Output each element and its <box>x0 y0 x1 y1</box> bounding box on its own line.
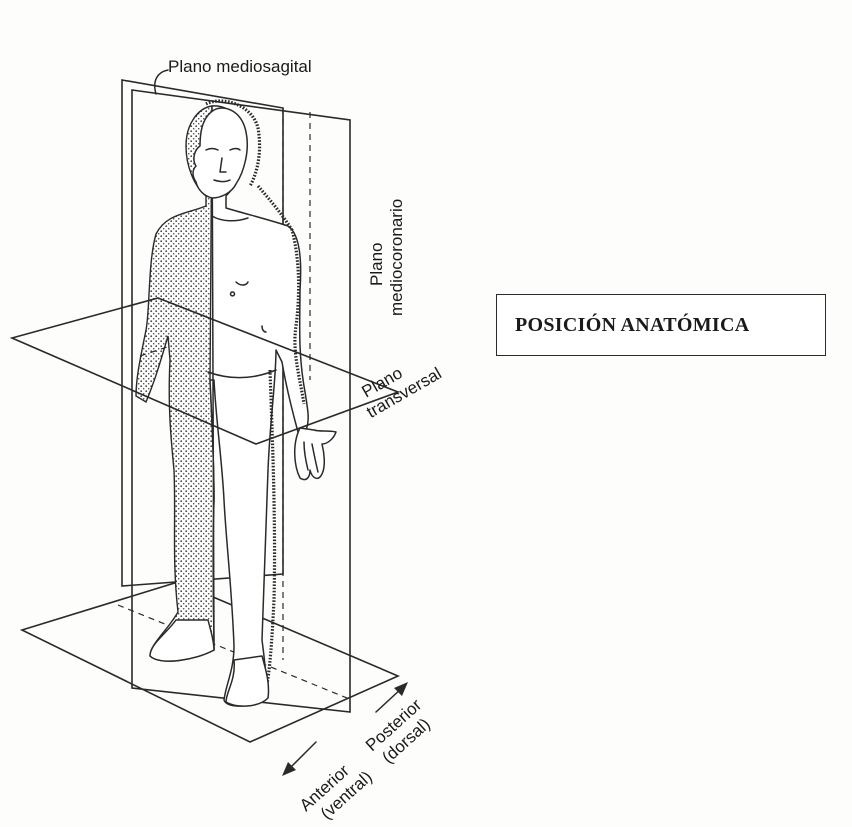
human-figure <box>136 101 336 706</box>
anterior-arrow <box>282 742 316 776</box>
figure-torso <box>210 106 308 706</box>
title-box: POSICIÓN ANATÓMICA <box>496 294 826 356</box>
label-transverse: Plano transversal <box>353 346 445 421</box>
label-mediocoronal: Plano mediocoronario <box>367 199 406 316</box>
svg-text:Plano: Plano <box>367 243 386 286</box>
label-posterior: Posterior (dorsal) <box>362 695 439 770</box>
page-title: POSICIÓN ANATÓMICA <box>515 314 750 337</box>
figure-foot-left <box>150 620 214 661</box>
label-mediosagittal: Plano mediosagital <box>168 57 312 76</box>
label-anterior: Anterior (ventral) <box>296 752 376 827</box>
figure-hand <box>295 428 336 480</box>
mediosagittal-leader <box>155 70 168 94</box>
svg-text:mediocoronario: mediocoronario <box>387 199 406 316</box>
